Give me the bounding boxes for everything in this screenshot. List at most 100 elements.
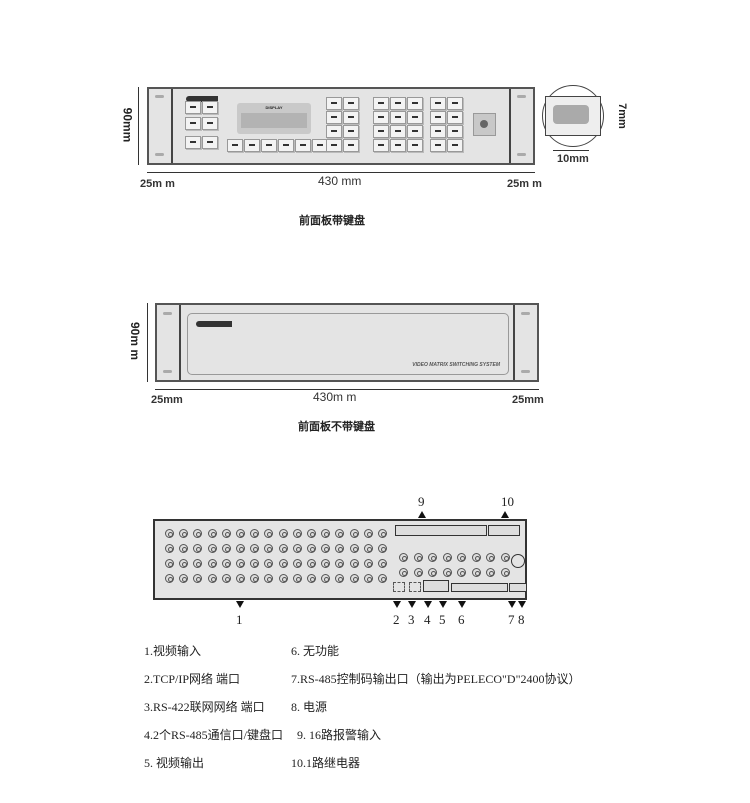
callout-4: 4 [424, 612, 431, 627]
video-input-connector [221, 559, 231, 568]
function-key[interactable] [227, 139, 243, 152]
number-key[interactable] [373, 111, 389, 124]
function-key[interactable] [261, 139, 277, 152]
video-input-connector [307, 529, 316, 538]
left-key[interactable] [202, 136, 218, 149]
left-ear-width-label: 25m m [140, 178, 175, 190]
video-output-connector [471, 568, 481, 577]
video-input-connector [292, 544, 302, 553]
video-input-connector [165, 544, 174, 553]
function-key[interactable] [295, 139, 311, 152]
video-input-connector [292, 574, 302, 583]
number-key[interactable] [373, 125, 389, 138]
left-key[interactable] [185, 101, 201, 114]
control-key[interactable] [343, 97, 359, 110]
camera-key[interactable] [430, 125, 446, 138]
video-input-connector [207, 559, 217, 568]
right-rack-ear [513, 305, 537, 380]
camera-key[interactable] [430, 97, 446, 110]
video-input-connector [378, 559, 387, 568]
video-input-connector [236, 559, 245, 568]
power-connector [511, 554, 525, 568]
brand-logo [186, 96, 218, 102]
control-key[interactable] [343, 111, 359, 124]
control-key[interactable] [326, 111, 342, 124]
function-key[interactable] [244, 139, 260, 152]
function-key[interactable] [278, 139, 294, 152]
callout-1: 1 [236, 612, 243, 627]
video-input-connector [335, 559, 345, 568]
number-key[interactable] [407, 97, 423, 110]
video-input-connector [349, 529, 359, 538]
number-key[interactable] [373, 139, 389, 152]
video-input-connector [179, 544, 189, 553]
legend-item: 5. 视频输出 [144, 756, 205, 770]
left-key[interactable] [185, 136, 201, 149]
number-key[interactable] [390, 97, 406, 110]
callout-arrow-icon [408, 601, 416, 608]
video-output-connector [399, 553, 408, 562]
callout-arrow-icon [236, 601, 244, 608]
rear-panel [153, 519, 527, 600]
video-input-connector [363, 544, 373, 553]
video-input-connector [264, 574, 274, 583]
number-key[interactable] [407, 125, 423, 138]
left-key[interactable] [202, 117, 218, 130]
video-input-connector [236, 544, 245, 553]
callout-arrow-icon [418, 511, 426, 518]
video-output-connector [442, 568, 452, 577]
video-input-connector [321, 574, 331, 583]
video-input-connector [207, 529, 217, 538]
left-key[interactable] [185, 117, 201, 130]
camera-key[interactable] [447, 111, 463, 124]
camera-key[interactable] [447, 125, 463, 138]
control-key[interactable] [326, 97, 342, 110]
video-input-connector [179, 529, 189, 538]
camera-key[interactable] [430, 139, 446, 152]
tcpip-port [393, 582, 405, 592]
control-key[interactable] [326, 139, 342, 152]
lcd-display: DISPLAY [237, 103, 311, 134]
legend-item: 4.2个RS-485通信口/键盘口 [144, 728, 284, 742]
number-key[interactable] [373, 97, 389, 110]
video-input-connector [236, 574, 245, 583]
video-input-connector [221, 544, 231, 553]
video-input-connector [307, 544, 316, 553]
joystick [473, 113, 496, 136]
camera-key[interactable] [447, 97, 463, 110]
legend-item: 2.TCP/IP网络 端口 [144, 672, 241, 686]
camera-key[interactable] [430, 111, 446, 124]
control-key[interactable] [343, 125, 359, 138]
video-input-connector [321, 529, 331, 538]
number-key[interactable] [407, 111, 423, 124]
video-input-connector [179, 574, 189, 583]
callout-arrow-icon [518, 601, 526, 608]
video-input-connector [292, 529, 302, 538]
number-key[interactable] [390, 111, 406, 124]
left-rack-ear [157, 305, 181, 380]
legend-item: 7.RS-485控制码输出口（输出为PELECO"D"2400协议） [291, 672, 581, 686]
video-output-connector [413, 568, 423, 577]
video-input-connector [292, 559, 302, 568]
video-output-connector [413, 553, 423, 562]
video-input-connector [236, 529, 245, 538]
video-input-connector [207, 544, 217, 553]
number-key[interactable] [390, 125, 406, 138]
camera-key[interactable] [447, 139, 463, 152]
product-text: VIDEO MATRIX SWITCHING SYSTEM [412, 362, 500, 368]
number-key[interactable] [407, 139, 423, 152]
front-keyboard-caption: 前面板带键盘 [299, 215, 365, 227]
number-key[interactable] [390, 139, 406, 152]
rs422-port [409, 582, 421, 592]
right-ear-width-label: 25mm [512, 394, 544, 406]
video-output-connector [486, 568, 495, 577]
front-panel-plain: VIDEO MATRIX SWITCHING SYSTEM [155, 303, 539, 382]
inset-height-label: 7mm [615, 103, 628, 129]
video-input-connector [250, 559, 260, 568]
panel-width-label: 430m m [313, 390, 357, 404]
left-key[interactable] [202, 101, 218, 114]
control-key[interactable] [343, 139, 359, 152]
control-key[interactable] [326, 125, 342, 138]
legend-item: 9. 16路报警输入 [297, 728, 382, 742]
callout-arrow-icon [458, 601, 466, 608]
